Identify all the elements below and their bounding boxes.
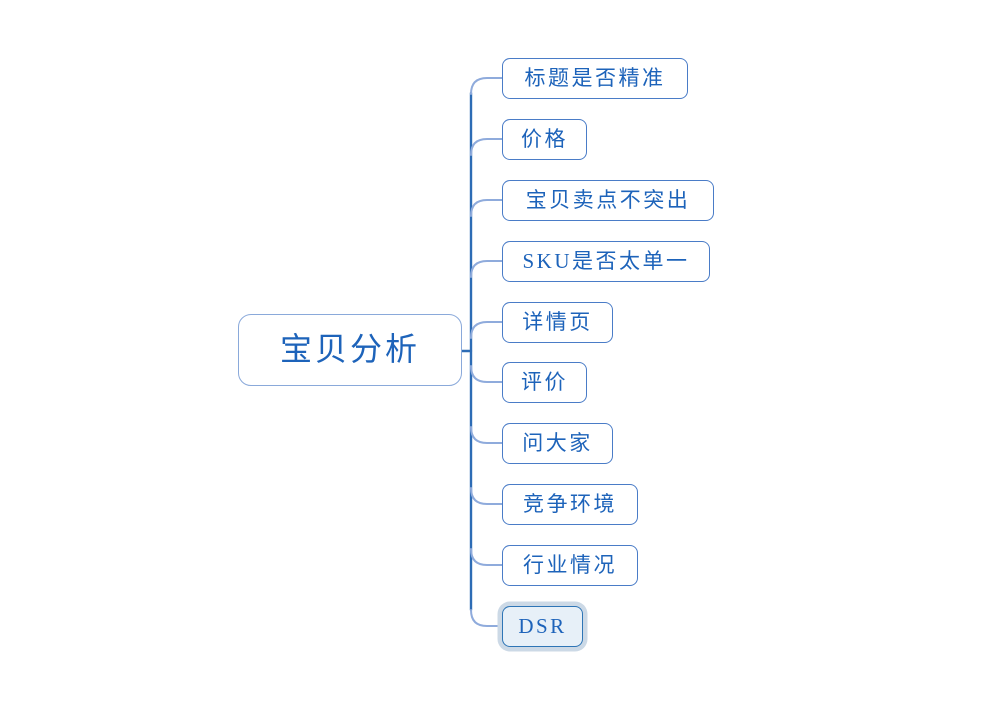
child-topic-industry[interactable]: 行业情况 — [502, 544, 638, 586]
child-topic-price[interactable]: 价格 — [502, 118, 587, 160]
child-topic-detail-page[interactable]: 详情页 — [502, 301, 613, 343]
root-topic-node[interactable]: 宝贝分析 — [238, 314, 462, 386]
child-topic-sku[interactable]: SKU是否太单一 — [502, 240, 710, 282]
child-topic-title-accuracy[interactable]: 标题是否精准 — [502, 57, 688, 99]
child-topic-reviews[interactable]: 评价 — [502, 361, 587, 403]
child-topic-competition[interactable]: 竞争环境 — [502, 483, 638, 525]
child-topic-selling-points[interactable]: 宝贝卖点不突出 — [502, 179, 714, 221]
child-topic-ask-everyone[interactable]: 问大家 — [502, 422, 613, 464]
child-topic-dsr[interactable]: DSR — [502, 605, 583, 647]
